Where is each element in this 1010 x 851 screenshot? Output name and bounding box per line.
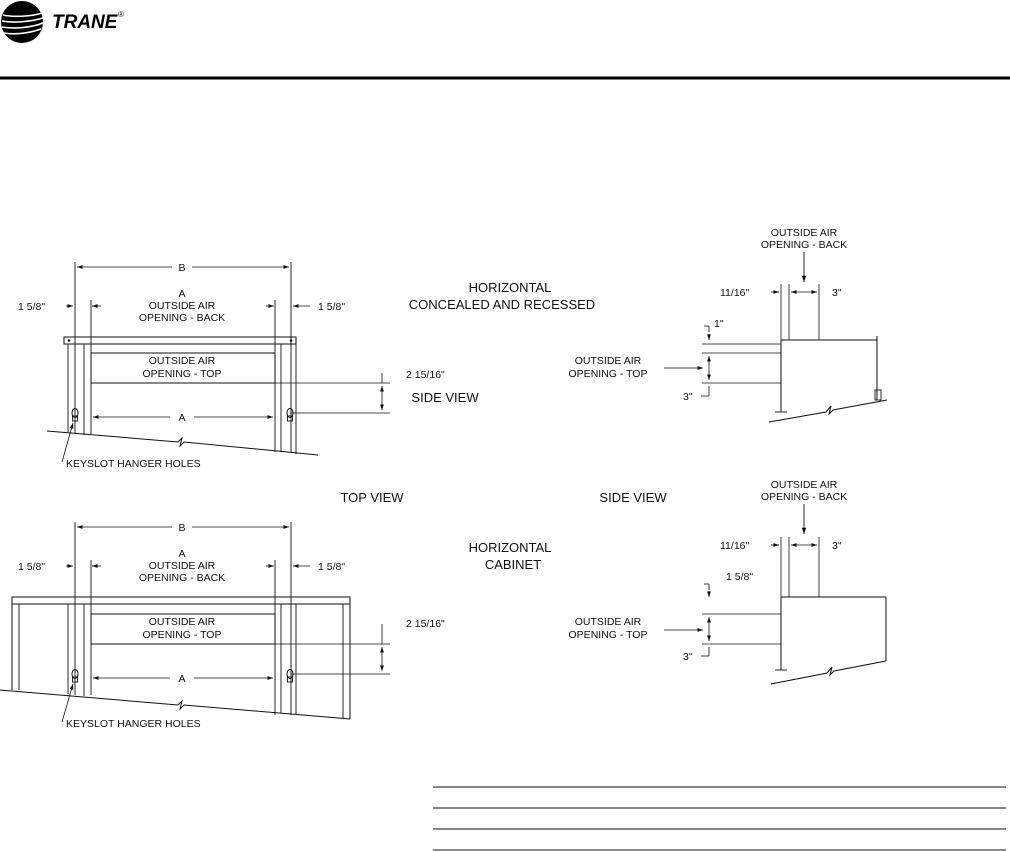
oa-back-line1: OUTSIDE AIR: [771, 479, 838, 491]
oa-top-line2: OPENING - TOP: [569, 629, 648, 641]
title-horizontal-concealed-2: CONCEALED AND RECESSED: [409, 297, 595, 312]
keyslot-label: KEYSLOT HANGER HOLES: [66, 458, 201, 470]
dim-top: 1 5/8": [726, 571, 753, 583]
dim-left: 11/16": [720, 287, 749, 299]
keyslot-icon: [71, 669, 79, 683]
oa-back-line1: OUTSIDE AIR: [149, 300, 216, 312]
dim-a-top: A: [178, 548, 185, 560]
keyslot-icon: [286, 669, 294, 683]
dim-top: 1": [714, 318, 724, 330]
oa-back-line2: OPENING - BACK: [139, 312, 225, 324]
side-view-cabinet: OUTSIDE AIR OPENING - BACK 11/16" 3" 1 5…: [569, 479, 887, 685]
right-offset-dim: 1 5/8": [318, 301, 345, 313]
dim-left: 11/16": [720, 540, 749, 552]
title-side-view-upper: SIDE VIEW: [411, 390, 479, 405]
left-offset-dim: 1 5/8": [18, 561, 45, 573]
oa-top-line1: OUTSIDE AIR: [575, 616, 642, 628]
oa-top-line1: OUTSIDE AIR: [149, 355, 216, 367]
dim-a-top: A: [178, 288, 185, 300]
keyslot-icon: [71, 408, 79, 422]
registered-mark: ®: [118, 10, 124, 19]
title-top-view: TOP VIEW: [340, 490, 404, 505]
top-view-cabinet: B 1 5/8" 1 5/8" A OUTSIDE AIR OPENING - …: [0, 522, 445, 730]
title-horizontal-concealed-1: HORIZONTAL: [469, 280, 552, 295]
oa-back-line1: OUTSIDE AIR: [771, 227, 838, 239]
keyslot-icon: [286, 408, 294, 422]
oa-top-line2: OPENING - TOP: [143, 629, 222, 641]
depth-dim: 2 15/16": [406, 369, 445, 381]
oa-back-line1: OUTSIDE AIR: [149, 560, 216, 572]
top-view-concealed: B 1 5/8" 1 5/8" A OUTSIDE AIR OPENING - …: [18, 262, 445, 470]
dim-right: 3": [832, 287, 842, 299]
left-offset-dim: 1 5/8": [18, 301, 45, 313]
oa-top-line2: OPENING - TOP: [143, 368, 222, 380]
title-horizontal-cabinet-2: CABINET: [485, 557, 541, 572]
dim-bottom: 3": [683, 391, 693, 403]
trane-logo: TRANE ®: [1, 1, 124, 43]
title-horizontal-cabinet-1: HORIZONTAL: [469, 540, 552, 555]
dim-a-bottom: A: [178, 412, 185, 424]
oa-top-line1: OUTSIDE AIR: [149, 616, 216, 628]
right-offset-dim: 1 5/8": [318, 561, 345, 573]
dim-a-bottom: A: [178, 673, 185, 685]
oa-back-line2: OPENING - BACK: [761, 239, 847, 251]
table-rules: [433, 786, 1006, 851]
brand-name: TRANE: [52, 12, 119, 33]
dim-b: B: [178, 262, 185, 274]
side-view-concealed: OUTSIDE AIR OPENING - BACK 11/16" 3" 1" …: [569, 227, 888, 423]
oa-top-line2: OPENING - TOP: [569, 368, 648, 380]
dim-right: 3": [832, 540, 842, 552]
keyslot-label: KEYSLOT HANGER HOLES: [66, 718, 201, 730]
dim-b: B: [178, 522, 185, 534]
oa-back-line2: OPENING - BACK: [139, 572, 225, 584]
dim-bottom: 3": [683, 651, 693, 663]
oa-back-line2: OPENING - BACK: [761, 491, 847, 503]
title-side-view-lower: SIDE VIEW: [599, 490, 667, 505]
depth-dim: 2 15/16": [406, 618, 445, 630]
oa-top-line1: OUTSIDE AIR: [575, 355, 642, 367]
